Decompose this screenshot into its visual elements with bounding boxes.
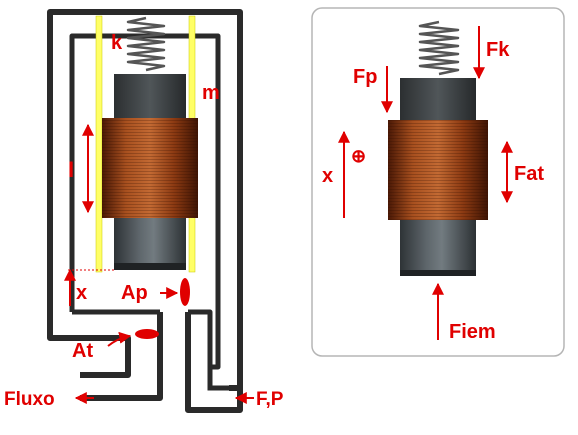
label-pressure-force: Fp — [353, 66, 377, 88]
label-mass-m: m — [202, 82, 220, 104]
positive-sign: ⊕ — [351, 146, 366, 166]
seat-area-marker — [135, 329, 159, 339]
spring-right — [418, 20, 460, 76]
label-displacement-left: x — [76, 282, 87, 304]
inlet-pipe — [185, 312, 243, 413]
core-right — [400, 220, 476, 276]
valve-body — [47, 9, 243, 413]
label-seat-area: At — [72, 340, 93, 362]
label-spring-k: k — [111, 32, 123, 54]
label-current: I — [68, 157, 74, 182]
label-force-pressure: F,P — [256, 389, 284, 410]
label-pilot-area: Ap — [121, 282, 148, 304]
chamber-outline — [69, 33, 221, 370]
plunger-cap-left — [114, 74, 186, 118]
pilot-area-marker — [180, 278, 190, 306]
label-flow: Fluxo — [4, 389, 55, 410]
label-friction-force: Fat — [514, 163, 544, 185]
label-spring-force: Fk — [486, 39, 510, 61]
inlet-upper — [207, 367, 240, 391]
seat-pipe — [80, 312, 163, 401]
label-electromagnetic-force: Fiem — [449, 321, 496, 343]
guide-rail-left — [95, 15, 103, 273]
plunger-cap-right — [400, 78, 476, 120]
label-displacement-right: x — [322, 165, 333, 187]
spring-left — [126, 16, 166, 72]
core-left — [114, 218, 186, 270]
